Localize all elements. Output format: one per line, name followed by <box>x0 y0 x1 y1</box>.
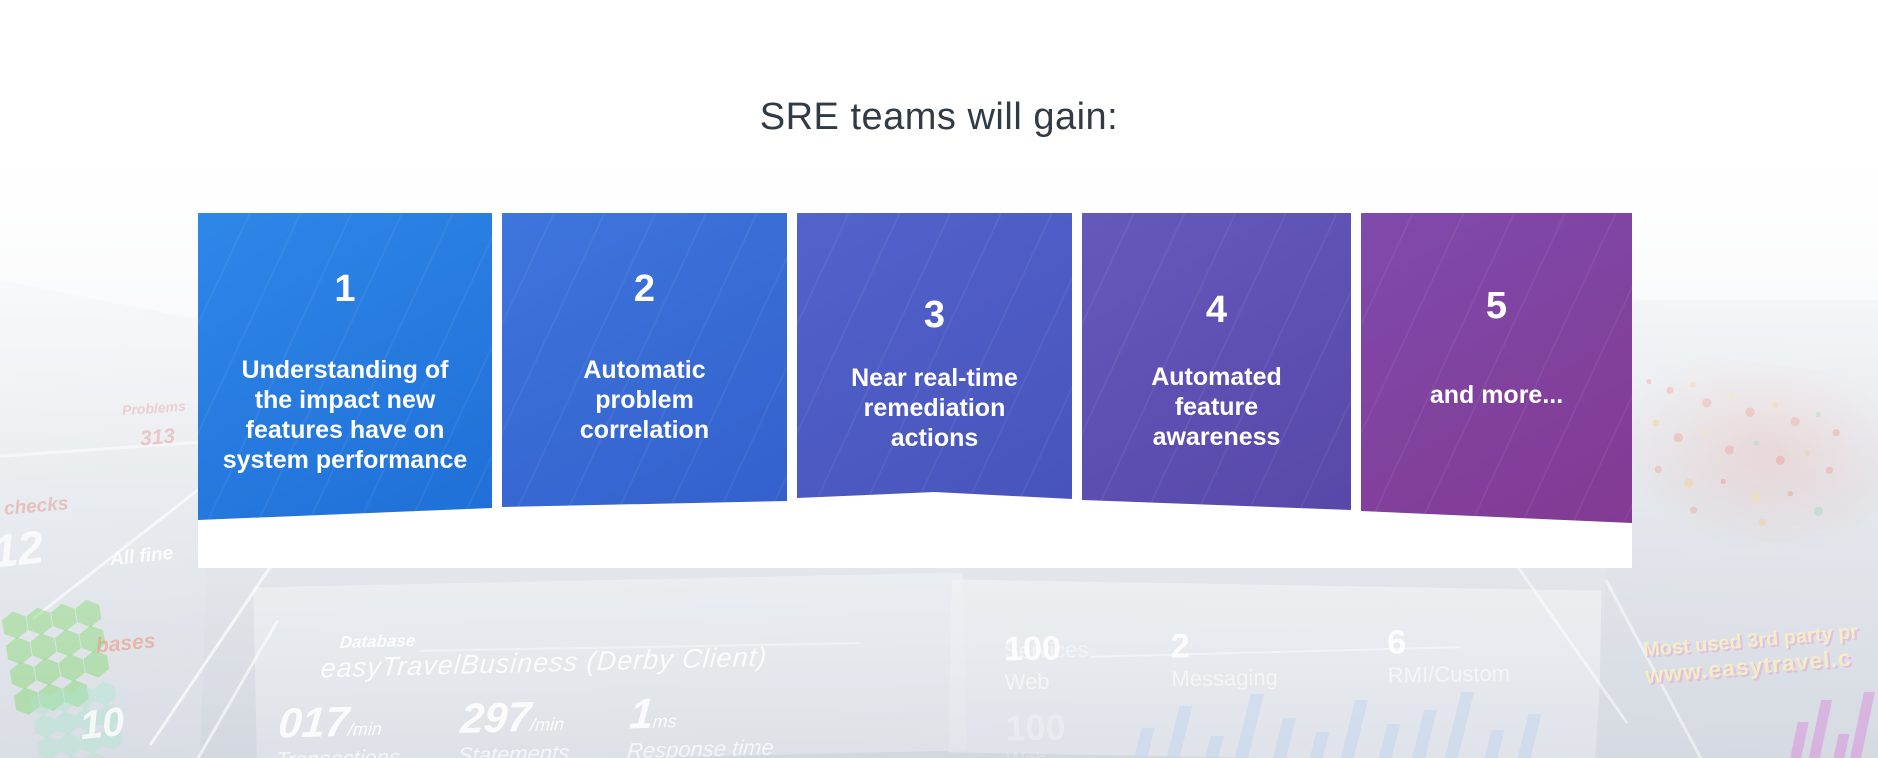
card-text: Near real-time remediation actions <box>851 364 1018 452</box>
page-title: SRE teams will gain: <box>759 96 1119 138</box>
card-number: 5 <box>1485 285 1508 327</box>
card-number: 2 <box>633 268 656 310</box>
card-number: 1 <box>334 268 356 310</box>
card-text: Understanding of the impact new features… <box>222 356 468 474</box>
card-text: Automated feature awareness <box>1151 363 1282 451</box>
card-1: 1 Understanding of the impact new featur… <box>198 213 492 520</box>
card-4: 4 Automated feature awareness <box>1082 213 1351 510</box>
card-number: 4 <box>1205 289 1228 331</box>
card-3: 3 Near real-time remediation actions <box>797 213 1072 499</box>
card-5: 5 and more... <box>1361 213 1632 523</box>
card-text: and more... <box>1429 381 1564 409</box>
card-text: Automatic problem correlation <box>579 356 710 444</box>
card-2: 2 Automatic problem correlation <box>502 213 787 507</box>
card-number: 3 <box>923 294 946 336</box>
